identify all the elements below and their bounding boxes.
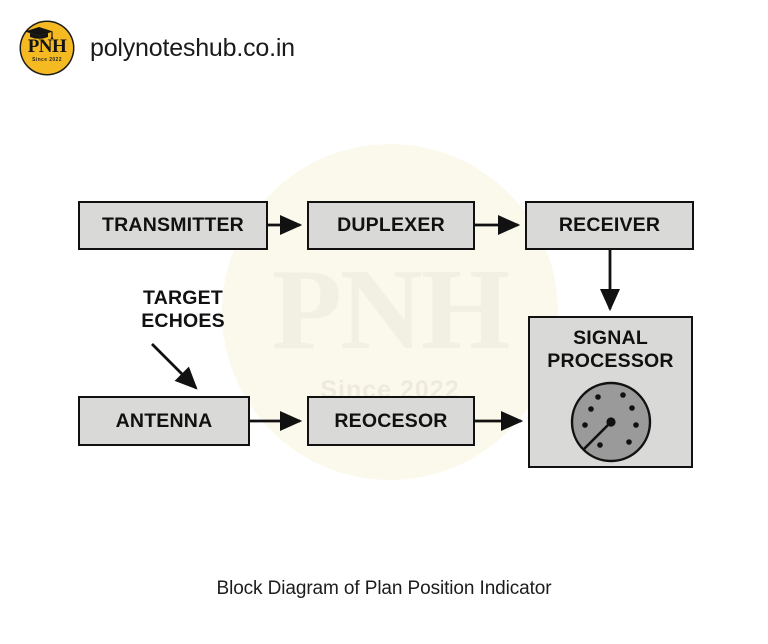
- site-logo: PNH Since 2022: [18, 19, 76, 77]
- arrow-target-echoes-to-antenna: [151, 343, 198, 390]
- block-receiver[interactable]: RECEIVER: [525, 201, 694, 250]
- target-echoes-annotation: TARGET ECHOES: [108, 287, 258, 333]
- block-receiver-label: RECEIVER: [558, 214, 661, 236]
- site-domain-text: polynoteshub.co.in: [90, 33, 295, 62]
- graduation-cap-icon: [25, 27, 54, 39]
- block-antenna[interactable]: ANTENNA: [78, 396, 250, 446]
- target-echoes-line1: TARGET: [143, 287, 223, 309]
- block-duplexer[interactable]: DUPLEXER: [307, 201, 475, 250]
- logo-monogram: PNH: [27, 36, 67, 57]
- radar-ppi-scope-icon: [570, 381, 651, 463]
- block-transmitter[interactable]: TRANSMITTER: [78, 201, 268, 250]
- block-signal-processor[interactable]: SIGNAL PROCESSOR: [528, 316, 693, 468]
- block-antenna-label: ANTENNA: [115, 409, 213, 432]
- block-transmitter-label: TRANSMITTER: [102, 214, 244, 236]
- target-echoes-line2: ECHOES: [141, 310, 225, 332]
- brand-header: PNH Since 2022 polynoteshub.co.in: [18, 16, 438, 80]
- block-reocesor-label: REOCESOR: [334, 409, 448, 432]
- block-duplexer-label: DUPLEXER: [337, 214, 445, 236]
- diagram-caption: Block Diagram of Plan Position Indicator: [216, 578, 552, 599]
- block-signal-processor-label: SIGNAL PROCESSOR: [547, 327, 674, 372]
- block-reocesor[interactable]: REOCESOR: [307, 396, 475, 446]
- logo-tagline: Since 2022: [32, 57, 62, 63]
